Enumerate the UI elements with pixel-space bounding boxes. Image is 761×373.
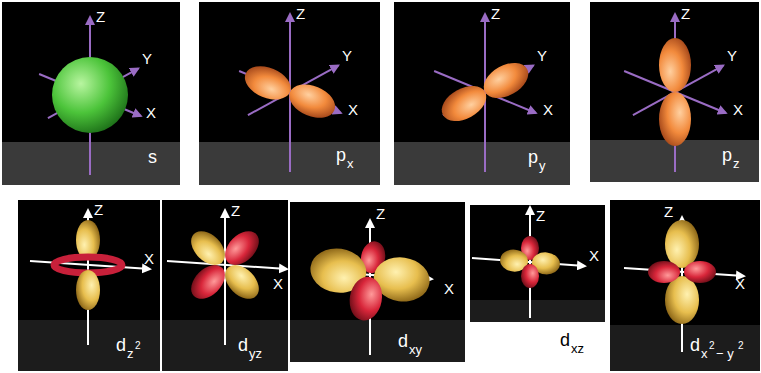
- axis-label: Z: [681, 6, 690, 21]
- axis-line: [167, 261, 287, 269]
- s-orbital: [52, 57, 128, 133]
- axis-label: X: [589, 248, 599, 263]
- panel-floor: [470, 300, 605, 322]
- axis-label: Z: [536, 208, 545, 223]
- panel-ground: [470, 205, 605, 322]
- axis-label: Z: [491, 6, 500, 21]
- orbital-subscript: xy: [409, 343, 422, 356]
- panel-floor: [394, 142, 570, 185]
- panel-ground: [162, 200, 288, 371]
- axis-label: Z: [231, 203, 240, 218]
- orbital-name: s: [148, 148, 157, 166]
- panel-ground: [2, 2, 180, 185]
- axis-label: X: [146, 105, 156, 120]
- orbital-superscript: 2: [738, 341, 744, 351]
- orbital-panel: [2, 2, 180, 185]
- orbital-lobe: [240, 60, 296, 106]
- orbital-name: d: [238, 336, 248, 354]
- orbital-superscript: 2: [709, 341, 715, 351]
- orbital-superscript: 2: [135, 341, 141, 351]
- orbital-subscript: z: [127, 347, 134, 360]
- panel-floor: [290, 320, 465, 362]
- orbital-panel: [610, 200, 760, 371]
- orbital-lobe: [185, 225, 232, 272]
- axis-label: X: [444, 281, 454, 296]
- axis-label: X: [144, 251, 154, 266]
- orbital-panel: [18, 200, 160, 371]
- orbital-lobe: [478, 56, 535, 105]
- axis-label: Z: [296, 6, 305, 21]
- panel-floor: [610, 325, 760, 371]
- orbital-name: d: [690, 336, 700, 354]
- axis-label: Z: [96, 9, 105, 24]
- axis-label: Y: [537, 48, 547, 63]
- orbital-panel: [470, 205, 605, 322]
- axis-label: X: [735, 276, 745, 291]
- orbital-name: p: [336, 146, 346, 164]
- panel-ground: [290, 202, 465, 362]
- orbital-panel: [590, 2, 759, 182]
- orbital-lobe: [648, 261, 680, 283]
- axis-label: X: [273, 276, 283, 291]
- orbital-lobe: [665, 220, 699, 268]
- orbital-lobe: [521, 264, 539, 288]
- panel-ground: [199, 2, 380, 185]
- orbital-lobe: [659, 92, 691, 146]
- orbital-name: p: [528, 148, 538, 166]
- panel-ground: [590, 2, 759, 182]
- orbital-lobe: [346, 274, 385, 323]
- axis-label: Z: [94, 202, 103, 217]
- axis-line: [30, 261, 150, 269]
- orbital-lobe: [665, 276, 699, 324]
- orbital-lobe: [219, 259, 266, 306]
- orbital-lobe: [219, 225, 266, 272]
- orbital-subscript: x: [701, 347, 708, 360]
- orbital-subscript: xz: [571, 342, 584, 355]
- panel-ground: [394, 2, 570, 185]
- axis-label: X: [733, 102, 743, 117]
- orbital-lobe: [284, 78, 340, 124]
- orbital-subscript: z: [733, 157, 740, 170]
- orbital-panel: [290, 202, 465, 362]
- orbital-subscript: − y: [716, 347, 734, 360]
- orbital-subscript: y: [539, 159, 546, 172]
- orbital-lobe: [185, 259, 232, 306]
- orbital-lobe: [659, 38, 691, 92]
- axis-label: X: [543, 102, 553, 117]
- axis-label: Y: [727, 48, 737, 63]
- orbital-name: d: [560, 331, 570, 349]
- axis-label: Z: [376, 206, 385, 221]
- orbital-lobe: [76, 270, 100, 310]
- orbital-lobe: [436, 79, 493, 128]
- orbital-panel: [199, 2, 380, 185]
- axis-label: Y: [342, 48, 352, 63]
- orbital-lobe: [684, 261, 716, 283]
- axis-label: Y: [142, 51, 152, 66]
- panel-ground: [18, 200, 160, 371]
- orbital-name: p: [722, 146, 732, 164]
- orbital-panel: [162, 200, 288, 371]
- panel-ground: [610, 200, 760, 371]
- axis-label: X: [348, 102, 358, 117]
- orbital-name: d: [116, 336, 126, 354]
- orbital-name: d: [398, 332, 408, 350]
- orbital-subscript: yz: [249, 347, 262, 360]
- axis-label: Z: [664, 204, 673, 219]
- orbital-panel: [394, 2, 570, 185]
- orbital-subscript: x: [347, 157, 354, 170]
